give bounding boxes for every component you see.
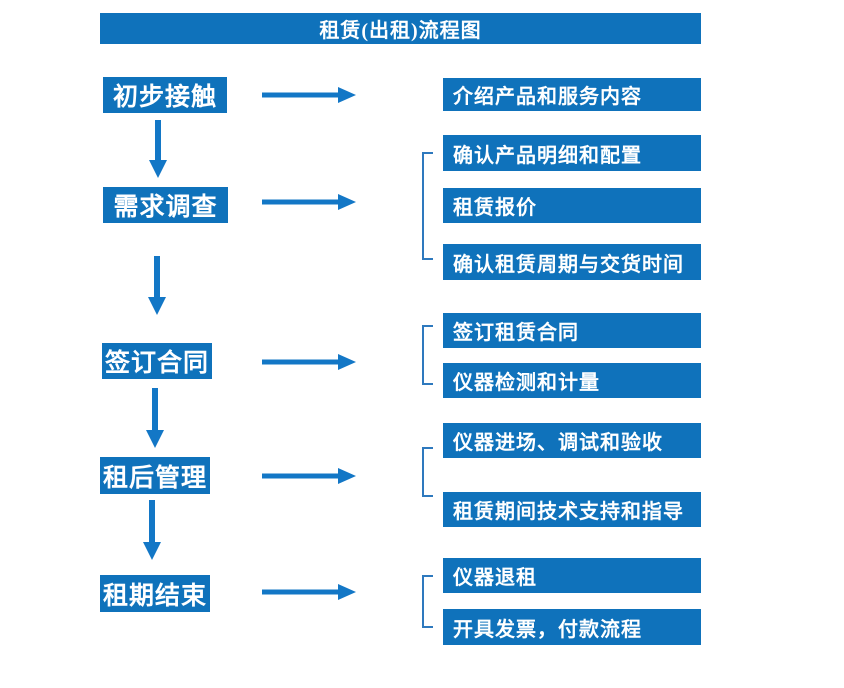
step-box-demand-survey: 需求调查 [103,187,228,223]
output-box-confirm-period-delivery: 确认租赁周期与交货时间 [443,244,701,280]
arrow-down-icon [144,388,166,448]
output-box-instrument-return: 仪器退租 [443,558,701,593]
output-box-confirm-product-details: 确认产品明细和配置 [443,135,701,171]
bracket-group-sign-contract [422,325,433,385]
output-box-technical-support: 租赁期间技术支持和指导 [443,492,701,527]
arrow-down-icon [146,256,168,315]
output-box-introduce-products: 介绍产品和服务内容 [443,78,701,111]
output-box-rental-quote: 租赁报价 [443,188,701,223]
arrow-right-icon [262,581,358,603]
output-box-instrument-testing: 仪器检测和计量 [443,363,701,398]
step-box-rental-end: 租期结束 [100,575,210,612]
arrow-right-icon [262,351,358,373]
bracket-group-demand-survey [422,152,433,260]
arrow-down-icon [147,120,169,178]
bracket-group-post-rental [422,447,433,497]
bracket-group-rental-end [422,575,433,628]
output-box-instrument-arrival: 仪器进场、调试和验收 [443,423,701,458]
step-box-post-rental-management: 租后管理 [100,457,210,494]
arrow-right-icon [262,191,358,213]
arrow-right-icon [262,84,358,106]
diagram-title: 租赁(出租)流程图 [100,13,701,44]
output-box-sign-rental-contract: 签订租赁合同 [443,313,701,348]
output-box-invoice-payment: 开具发票，付款流程 [443,609,701,645]
arrow-down-icon [141,500,163,560]
step-box-sign-contract: 签订合同 [102,343,212,379]
arrow-right-icon [262,465,358,487]
step-box-initial-contact: 初步接触 [103,77,227,113]
